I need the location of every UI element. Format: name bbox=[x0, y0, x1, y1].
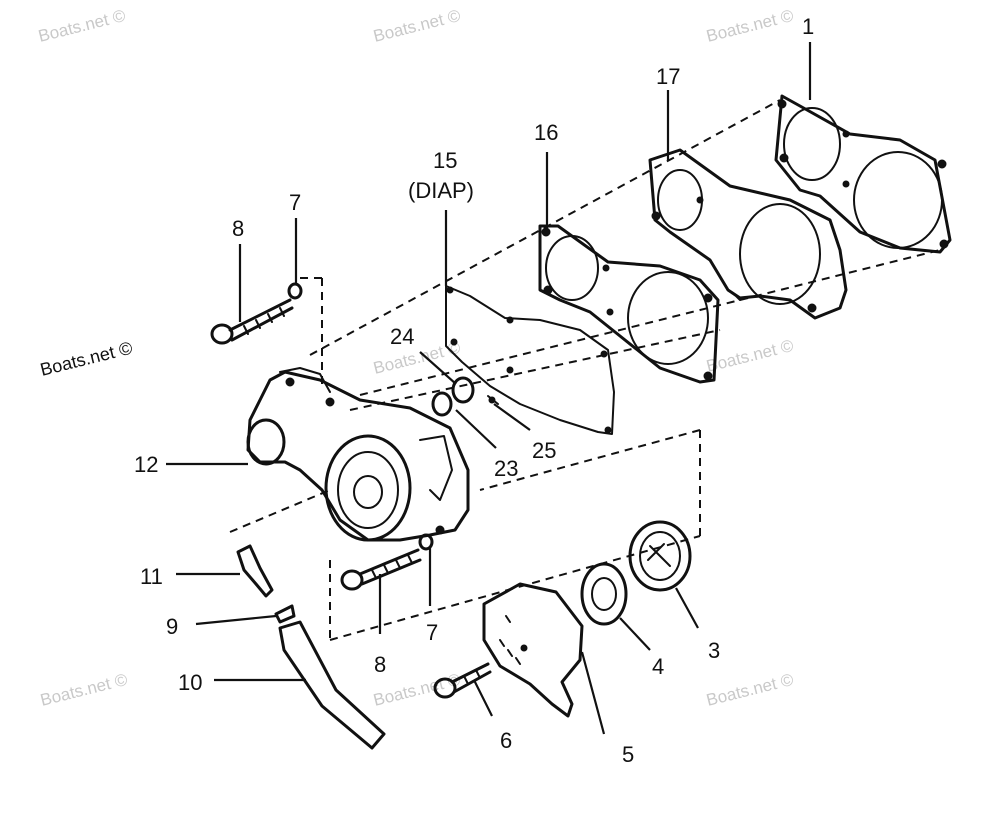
watermark: Boats.net © bbox=[704, 6, 795, 46]
fitting-part-11 bbox=[236, 544, 274, 598]
callout-1: 1 bbox=[802, 14, 814, 39]
assembly-guide-lines bbox=[229, 99, 941, 641]
pump-body-part-12 bbox=[246, 367, 470, 542]
diaphragm-part-15 bbox=[445, 285, 615, 435]
callout-25: 25 bbox=[532, 438, 556, 463]
cover-part-5 bbox=[482, 582, 584, 718]
callout-10: 10 bbox=[178, 670, 202, 695]
valve-parts-23-24-25 bbox=[431, 376, 499, 417]
callouts: 1 17 16 15 (DIAP) 8 7 24 12 23 25 11 9 1… bbox=[134, 14, 814, 767]
callout-15-note: (DIAP) bbox=[408, 178, 474, 203]
callout-15: 15 bbox=[433, 148, 457, 173]
callout-7-upper: 7 bbox=[289, 190, 301, 215]
watermark: Boats.net © bbox=[38, 670, 129, 710]
hose-part-10 bbox=[278, 620, 386, 750]
callout-12: 12 bbox=[134, 452, 158, 477]
screw-part-6 bbox=[433, 662, 492, 699]
screen-part-3 bbox=[628, 520, 692, 592]
watermark: Boats.net © bbox=[704, 336, 795, 376]
callout-7-lower: 7 bbox=[426, 620, 438, 645]
gasket-part-1 bbox=[774, 94, 952, 254]
callout-16: 16 bbox=[534, 120, 558, 145]
pump-cover-part-17 bbox=[648, 148, 848, 320]
gasket-part-4 bbox=[580, 562, 628, 626]
bolt-part-8-lower bbox=[340, 548, 422, 591]
washer-part-7-lower bbox=[418, 533, 434, 551]
callout-9: 9 bbox=[166, 614, 178, 639]
callout-4: 4 bbox=[652, 654, 664, 679]
watermark: Boats.net © bbox=[36, 6, 127, 46]
watermark: Boats.net © bbox=[704, 670, 795, 710]
watermark: Boats.net © bbox=[371, 6, 462, 46]
bolt-part-8-upper bbox=[210, 298, 294, 345]
callout-17: 17 bbox=[656, 64, 680, 89]
callout-8-lower: 8 bbox=[374, 652, 386, 677]
callout-5: 5 bbox=[622, 742, 634, 767]
watermark: Boats.net © bbox=[38, 338, 134, 380]
leader-lines bbox=[166, 42, 812, 735]
callout-6: 6 bbox=[500, 728, 512, 753]
callout-24: 24 bbox=[390, 324, 414, 349]
callout-8-upper: 8 bbox=[232, 216, 244, 241]
callout-11: 11 bbox=[140, 564, 163, 589]
gasket-part-16 bbox=[538, 224, 720, 384]
callout-23: 23 bbox=[494, 456, 518, 481]
callout-3: 3 bbox=[708, 638, 720, 663]
clamp-part-9 bbox=[274, 604, 296, 624]
watermarks: Boats.net © Boats.net © Boats.net © Boat… bbox=[36, 6, 795, 710]
washer-part-7-upper bbox=[287, 282, 303, 300]
watermark: Boats.net © bbox=[371, 338, 462, 378]
